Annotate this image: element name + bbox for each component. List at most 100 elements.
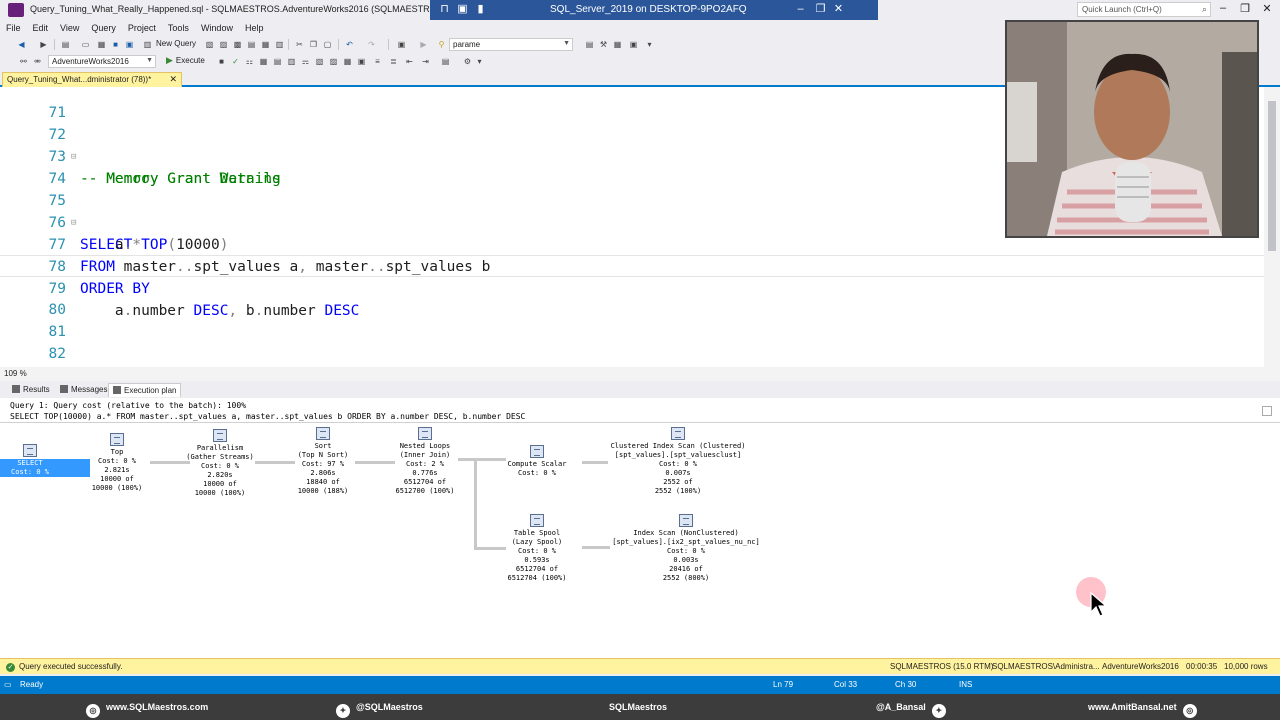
code-line[interactable]: 71 [0,87,1264,121]
tab-execution-plan[interactable]: Execution plan [108,383,182,397]
plan-op-index-scan[interactable]: Index Scan (NonClustered) [spt_values].[… [604,514,768,583]
include-plan-icon[interactable]: ▥ [287,57,296,66]
display-plan-icon[interactable]: ⚏ [245,57,254,66]
query-designer-icon[interactable]: ▦ [259,57,268,66]
change-connection-icon[interactable]: ⚮ [34,57,41,66]
parse-icon[interactable]: ✓ [232,57,239,66]
object-explorer-icon[interactable]: ▣ [629,40,638,49]
results-grid-icon[interactable]: ▦ [343,57,352,66]
scrollbar-thumb[interactable] [1268,101,1276,251]
uncomment-icon[interactable]: ≣ [390,57,397,66]
cut-icon[interactable]: ✂ [296,40,303,49]
properties-icon[interactable]: ⚒ [599,40,608,49]
find-combo[interactable]: parame ▼ [449,38,573,51]
plan-op-select[interactable]: SELECT Cost: 0 % [0,444,90,477]
toolbar-options-icon[interactable]: ▾ [647,40,652,49]
tab-messages[interactable]: Messages [56,383,111,396]
results-file-icon[interactable]: ▣ [357,57,366,66]
tab-results[interactable]: Results [8,383,54,396]
code-line[interactable]: 81 [0,299,1264,340]
menu-help[interactable]: Help [244,23,264,33]
analysis-query-icon[interactable]: ▥ [275,40,284,49]
plan-navigator-icon[interactable] [1262,406,1272,416]
code-line[interactable]: 82 [0,321,1264,362]
debug-icon[interactable]: ▣ [397,40,406,49]
connect-icon[interactable]: ⚯ [20,57,27,66]
remote-restore-icon[interactable]: ❐ [815,3,826,15]
forward-icon[interactable]: ▶ [40,40,47,49]
dmx-query-icon[interactable]: ▩ [233,40,242,49]
code-line[interactable]: 73 -- Memroy Grant Details [0,124,1264,187]
editor-vertical-scrollbar[interactable] [1264,87,1280,367]
minimize-icon[interactable]: – [1219,2,1227,14]
open-file-icon[interactable]: ▦ [97,40,106,49]
plan-op-parallelism[interactable]: Parallelism (Gather Streams) Cost: 0 % 2… [160,429,280,498]
back-icon[interactable]: ◀ [18,40,25,49]
quick-launch-input[interactable]: Quick Launch (Ctrl+Q) ⌕ [1077,2,1211,17]
save-icon[interactable]: ■ [113,40,118,49]
pin-icon[interactable]: ⊓ [440,3,449,15]
collapse-toggle-icon[interactable]: ⊟ [71,218,77,228]
plan-op-compute-scalar[interactable]: Compute Scalar Cost: 0 % [477,445,597,478]
code-line[interactable]: 72 ⊟ -- Memory Grant Warning [0,102,1264,187]
redo-icon[interactable]: ↷ [368,40,375,49]
code-line[interactable]: 76 a.* [0,190,1264,253]
tab-query-file[interactable]: Query_Tuning_What...dministrator (78))* … [2,72,182,87]
code-line[interactable]: 74 [0,146,1264,187]
menu-query[interactable]: Query [91,23,116,33]
zoom-level[interactable]: 109 % [4,369,27,378]
save-all-icon[interactable]: ▣ [125,40,134,49]
menu-tools[interactable]: Tools [167,23,189,33]
undo-icon[interactable]: ↶ [346,40,353,49]
xmla-query-icon[interactable]: ▤ [247,40,256,49]
plan-op-nested-loops[interactable]: Nested Loops (Inner Join) Cost: 2 % 0.77… [365,427,485,496]
menu-edit[interactable]: Edit [32,23,49,33]
maximize-icon[interactable]: ❐ [1240,3,1250,15]
comment-icon[interactable]: ≡ [375,57,380,66]
code-line[interactable]: 80 [0,277,1264,318]
new-query-button[interactable]: New Query [156,39,197,48]
decrease-indent-icon[interactable]: ⇤ [406,57,413,66]
client-stats-icon[interactable]: ▧ [315,57,324,66]
dax-query-icon[interactable]: ▦ [261,40,270,49]
code-line[interactable]: 75 ⊟ SELECT TOP(10000) [0,168,1264,253]
intellisense-icon[interactable]: ▤ [273,57,282,66]
open-icon[interactable]: ▭ [81,40,90,49]
increase-indent-icon[interactable]: ⇥ [422,57,429,66]
paste-icon[interactable]: ▢ [323,40,332,49]
specify-values-icon[interactable]: ▤ [441,57,450,66]
collapse-toggle-icon[interactable]: ⊟ [71,152,77,162]
close-tab-icon[interactable]: ✕ [169,74,177,84]
plan-op-clustered-index-scan[interactable]: Clustered Index Scan (Clustered) [spt_va… [598,427,758,496]
execution-plan-pane[interactable]: Query 1: Query cost (relative to the bat… [0,398,1280,658]
cancel-query-icon[interactable]: ■ [219,57,224,66]
menu-view[interactable]: View [60,23,80,33]
code-line[interactable]: 83 [0,343,1264,365]
toolbar-options-icon[interactable]: ▾ [477,57,482,66]
new-project-icon[interactable]: ▤ [61,40,70,49]
database-combo[interactable]: AdventureWorks2016 ▼ [48,55,156,68]
plan-op-table-spool[interactable]: Table Spool (Lazy Spool) Cost: 0 % 0.593… [477,514,597,583]
plan-op-sort[interactable]: Sort (Top N Sort) Cost: 97 % 2.806s 1884… [263,427,383,496]
code-line[interactable]: 78 ORDER BY [0,234,1264,297]
menu-window[interactable]: Window [200,23,233,33]
sqlcmd-icon[interactable]: ⚙ [463,57,472,66]
menu-project[interactable]: Project [127,23,156,33]
mdx-query-icon[interactable]: ▨ [219,40,228,49]
solution-explorer-icon[interactable]: ▤ [585,40,594,49]
toolbox-icon[interactable]: ▦ [613,40,622,49]
execute-button[interactable]: ▶Execute [166,55,205,66]
close-icon[interactable]: ✕ [1262,3,1272,15]
remote-close-icon[interactable]: ✕ [833,3,844,15]
plan-op-top[interactable]: Top Cost: 0 % 2.821s 10000 of 10000 (100… [57,433,177,493]
copy-icon[interactable]: ❐ [309,40,318,49]
results-text-icon[interactable]: ▨ [329,57,338,66]
menu-file[interactable]: File [6,23,21,33]
find-icon[interactable]: ⚲ [438,40,445,49]
code-line[interactable]: 77 FROM master..spt_values a, master..sp… [0,212,1264,275]
live-stats-icon[interactable]: ⚎ [301,57,310,66]
new-query-icon[interactable]: ▥ [143,40,152,49]
remote-minimize-icon[interactable]: – [797,3,804,15]
start-icon[interactable]: ▶ [420,40,427,49]
db-engine-query-icon[interactable]: ▧ [205,40,214,49]
